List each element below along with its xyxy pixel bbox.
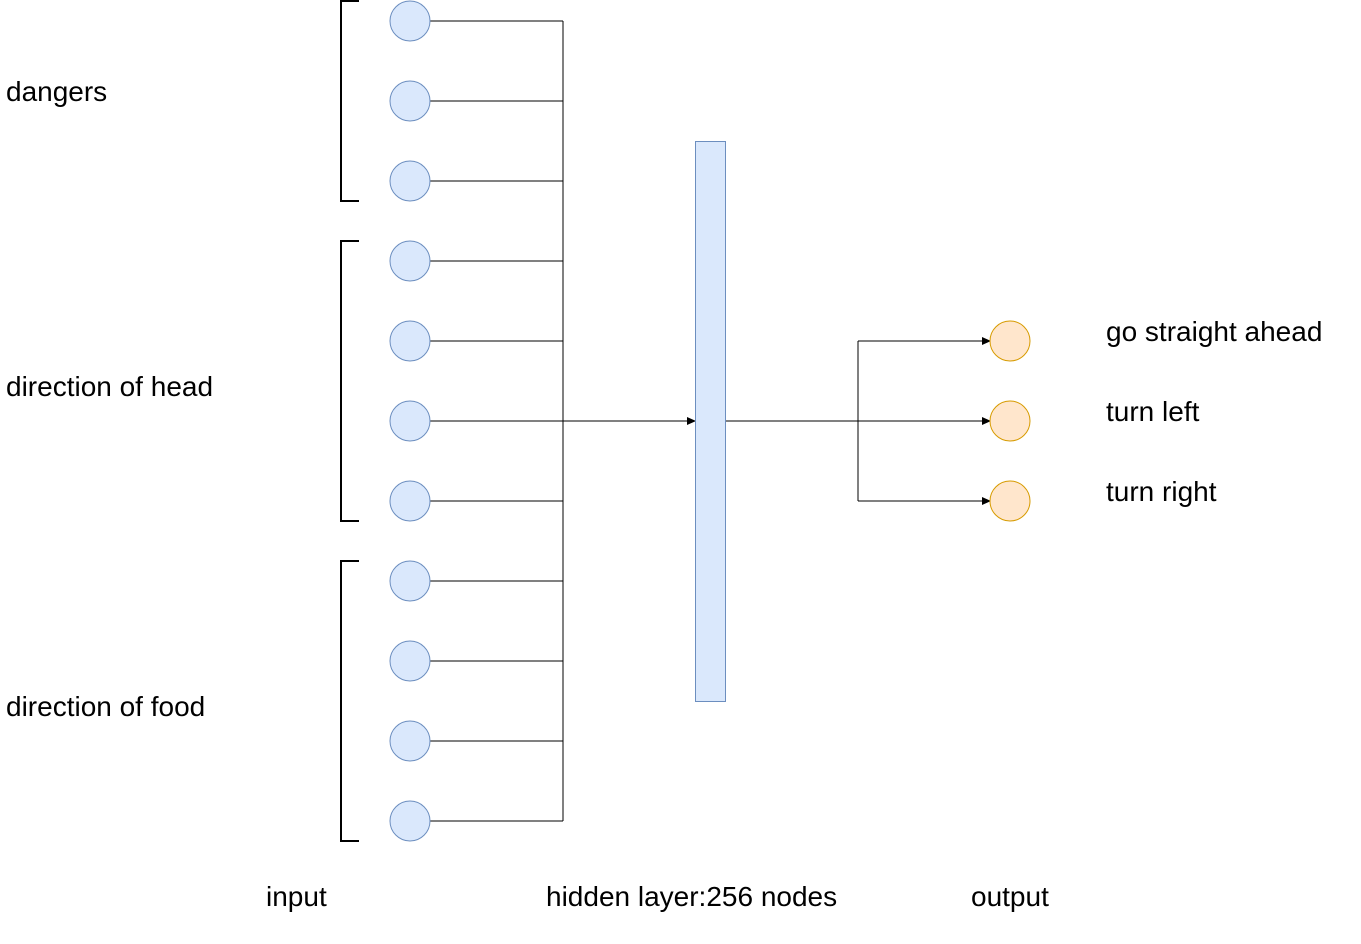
group-label-direction-of-food: direction of food (6, 691, 206, 722)
input-node-5 (389, 320, 431, 362)
input-node-8 (389, 560, 431, 602)
input-node-3 (389, 160, 431, 202)
output-label-turn-left: turn left (1106, 396, 1200, 427)
group-bracket-2 (340, 240, 359, 522)
input-node-1 (389, 0, 431, 42)
input-node-9 (389, 640, 431, 682)
group-label-dangers: dangers (6, 76, 108, 107)
column-label-output: output (971, 881, 1049, 912)
input-node-11 (389, 800, 431, 842)
input-node-2 (389, 80, 431, 122)
input-node-4 (389, 240, 431, 282)
input-node-6 (389, 400, 431, 442)
output-node-3 (989, 480, 1031, 522)
column-label-hidden: hidden layer:256 nodes (546, 881, 838, 912)
hidden-layer-block (695, 141, 726, 702)
group-label-direction-of-head: direction of head (6, 371, 214, 402)
column-label-input: input (266, 881, 327, 912)
output-label-go-straight-ahead: go straight ahead (1106, 316, 1323, 347)
group-bracket-3 (340, 560, 359, 842)
output-node-2 (989, 400, 1031, 442)
output-node-1 (989, 320, 1031, 362)
input-node-10 (389, 720, 431, 762)
input-node-7 (389, 480, 431, 522)
group-bracket-1 (340, 0, 359, 202)
output-label-turn-right: turn right (1106, 476, 1217, 507)
